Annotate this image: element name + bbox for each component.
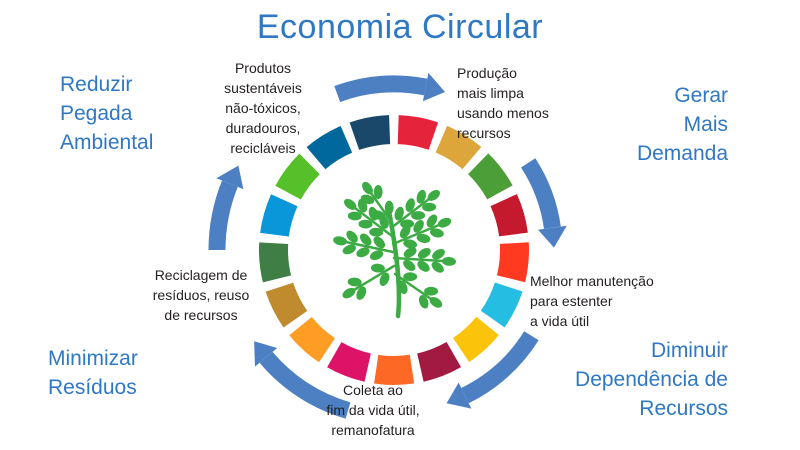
page-title: Economia Circular	[256, 8, 544, 46]
step-coleta-fim-vida-util: Coleta ao fim da vida útil, remanofatura	[326, 382, 420, 438]
ring-segment	[259, 242, 292, 283]
ring-segment	[349, 115, 391, 151]
ring-segment	[275, 153, 321, 200]
ring-segment	[467, 153, 513, 200]
cycle-arrow-bottom-right	[446, 331, 539, 409]
cycle-arrow-left	[208, 165, 244, 251]
ring-segment	[416, 341, 462, 382]
ring-segment	[306, 125, 353, 170]
step-producao-mais-limpa: Produção mais limpa usando menos recurso…	[457, 65, 549, 141]
ring-segment	[397, 115, 439, 150]
ring-segment	[260, 194, 298, 238]
step-melhor-manutencao: Melhor manutenção para estenter a vida ú…	[530, 273, 654, 329]
cycle-arrow-bottom-left	[254, 341, 351, 419]
step-produtos-sustentaveis: Produtos sustentáveis não-tóxicos, durad…	[224, 60, 302, 156]
ring-segment	[452, 316, 499, 363]
ring-segment	[265, 282, 308, 328]
ring-segment	[374, 354, 415, 385]
ring-segment	[496, 242, 529, 283]
cycle-arrow-right	[520, 158, 567, 248]
ring-segment	[327, 341, 372, 382]
ring-segment	[435, 125, 482, 170]
label-reduzir-pegada-ambiental: Reduzir Pegada Ambiental	[60, 73, 154, 154]
ring-segment	[480, 282, 523, 328]
label-diminuir-dependencia-recursos: Diminuir Dependência de Recursos	[575, 339, 728, 420]
step-reciclagem-residuos: Reciclagem de resíduos, reuso de recurso…	[152, 267, 250, 323]
label-minimizar-residuos: Minimizar Resíduos	[48, 347, 138, 399]
ring-segment	[289, 316, 336, 363]
plant-icon	[333, 181, 456, 319]
ring-segment	[490, 194, 528, 237]
label-gerar-mais-demanda: Gerar Mais Demanda	[636, 84, 728, 165]
cycle-arrow-top	[334, 72, 446, 103]
